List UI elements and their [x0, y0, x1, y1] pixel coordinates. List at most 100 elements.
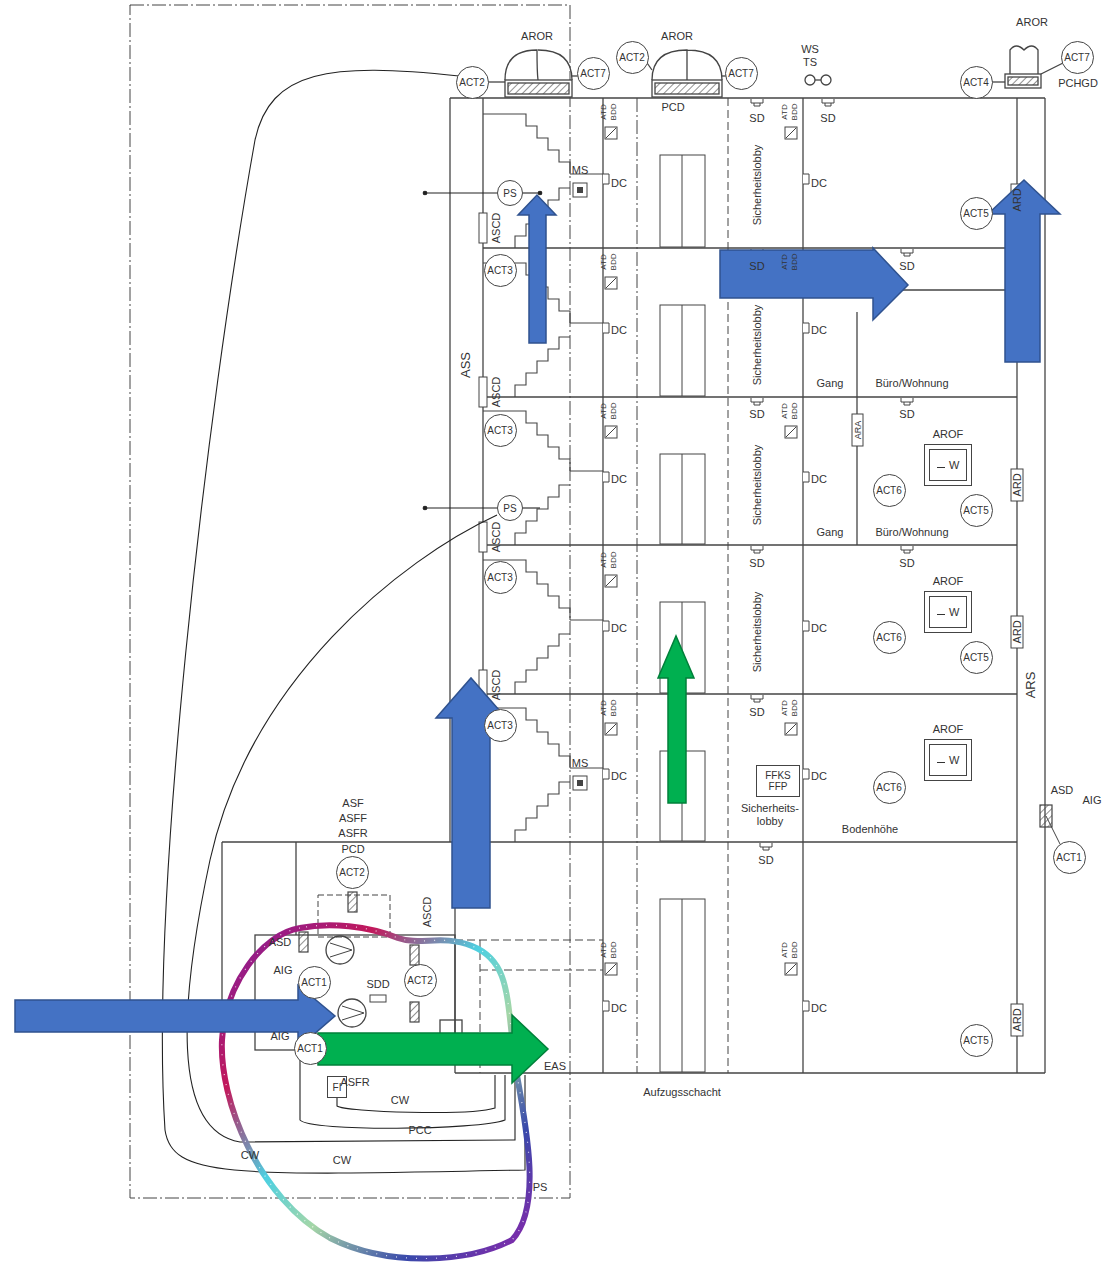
node-label: PS: [503, 188, 516, 199]
vertical-label: BDD: [790, 403, 799, 420]
node-label: ACT6: [876, 632, 902, 643]
vertical-label: ARD: [1011, 473, 1024, 496]
smoke-detector: [751, 398, 763, 405]
vertical-label: ATD: [599, 104, 608, 119]
fire-damper: [605, 963, 617, 975]
vertical-label: BDD: [790, 942, 799, 959]
vertical-label: ASCD: [490, 213, 503, 244]
door-closer: [603, 621, 609, 631]
stair-flight: [483, 560, 570, 620]
node-label: ACT3: [487, 265, 513, 276]
part-label: SD: [899, 408, 914, 421]
air-release: [852, 414, 863, 446]
damper-blade: [606, 724, 616, 734]
part-label: Gang: [817, 377, 844, 390]
actuator-link: [1046, 816, 1060, 844]
part-label: CW: [391, 1094, 409, 1107]
vertical-label: ATD: [780, 942, 789, 957]
part-label: DC: [811, 622, 827, 635]
actuator-circle: ACT5: [960, 1024, 993, 1057]
node-label: ACT5: [963, 208, 989, 219]
part-label: DC: [611, 324, 627, 337]
part-label: PCD: [661, 101, 684, 114]
actuator-circle: ACT3: [484, 254, 517, 287]
actuator-circle: ACT7: [577, 57, 610, 90]
part-label: MS: [572, 757, 589, 770]
stair-landing: [570, 323, 603, 324]
part-label: PCC: [408, 1124, 431, 1137]
part-label: SD: [820, 112, 835, 125]
damper-blade: [786, 128, 796, 138]
stair-damper: [479, 522, 487, 552]
node-label: FI: [333, 1082, 342, 1093]
door-closer: [803, 621, 809, 631]
fire-damper: [605, 575, 617, 587]
equipment-box: FFKS FFP: [756, 765, 800, 797]
vertical-label: ASS: [459, 352, 474, 378]
vent-dash: [937, 467, 945, 468]
vertical-label: ARA: [853, 421, 863, 440]
elevator-car: [660, 305, 705, 396]
damper-blade: [606, 964, 616, 974]
door-closer: [803, 323, 809, 333]
vent-heading: AROF: [933, 428, 964, 440]
node-label: ACT7: [728, 68, 754, 79]
door-closer: [603, 1001, 609, 1011]
node-label: ACT2: [619, 52, 645, 63]
vertical-label: Sicherheitslobby: [751, 445, 764, 526]
vent-frame: [929, 449, 967, 481]
node-label: ACT4: [963, 77, 989, 88]
part-label: AIG: [1083, 794, 1102, 807]
stair-flight: [483, 411, 570, 471]
vertical-label: Sicherheitslobby: [751, 145, 764, 226]
part-label: DC: [811, 324, 827, 337]
part-label: MS: [572, 164, 589, 177]
actuator-circle: ACT3: [484, 561, 517, 594]
manual-switch: [573, 183, 587, 197]
part-label: Gang: [817, 526, 844, 539]
stair-flight: [515, 485, 570, 545]
vertical-label: ATD: [780, 104, 789, 119]
part-label: Bodenhöhe: [842, 823, 898, 836]
actuator-circle: ACT3: [484, 414, 517, 447]
part-label: SD: [749, 112, 764, 125]
actuator-circle: ACT6: [873, 474, 906, 507]
node-label: ACT2: [407, 975, 433, 986]
vertical-label: ASCD: [490, 377, 503, 408]
vent-dash: [937, 762, 945, 763]
node-label: ACT2: [339, 867, 365, 878]
vertical-label: Sicherheitslobby: [751, 592, 764, 673]
part-label: PCD: [341, 843, 364, 856]
symbols: [299, 99, 1060, 1072]
elevator-door: [682, 454, 683, 544]
elevator-door: [682, 899, 683, 1072]
actuator-circle: ACT7: [1061, 41, 1094, 74]
door-closer: [803, 769, 809, 779]
vertical-label: BDD: [790, 700, 799, 717]
part-label: Aufzugsschacht: [643, 1086, 721, 1099]
node-label: W: [949, 754, 959, 766]
stair-flight: [515, 337, 570, 397]
supply-damper: [410, 1002, 419, 1022]
fire-damper: [785, 963, 797, 975]
node-label: ACT3: [487, 572, 513, 583]
vertical-label: ASCD: [421, 897, 434, 928]
fire-damper: [785, 127, 797, 139]
part-label: SDD: [366, 978, 389, 991]
actuator-circle: ACT2: [456, 66, 489, 99]
fire-damper: [785, 426, 797, 438]
part-label: SD: [899, 260, 914, 273]
inlet-damper: [299, 932, 308, 952]
switch-button: [577, 780, 583, 786]
actuator-circle: ACT2: [616, 41, 649, 74]
return-damper: [1011, 469, 1023, 501]
part-label: Sicherheits- lobby: [740, 802, 800, 827]
vertical-label: BDD: [609, 700, 618, 717]
damper-blade: [606, 427, 616, 437]
part-label: SD: [758, 854, 773, 867]
vertical-label: ATD: [780, 403, 789, 418]
part-label: ASD: [1051, 784, 1074, 797]
actuator-circle: ACT2: [404, 964, 437, 997]
